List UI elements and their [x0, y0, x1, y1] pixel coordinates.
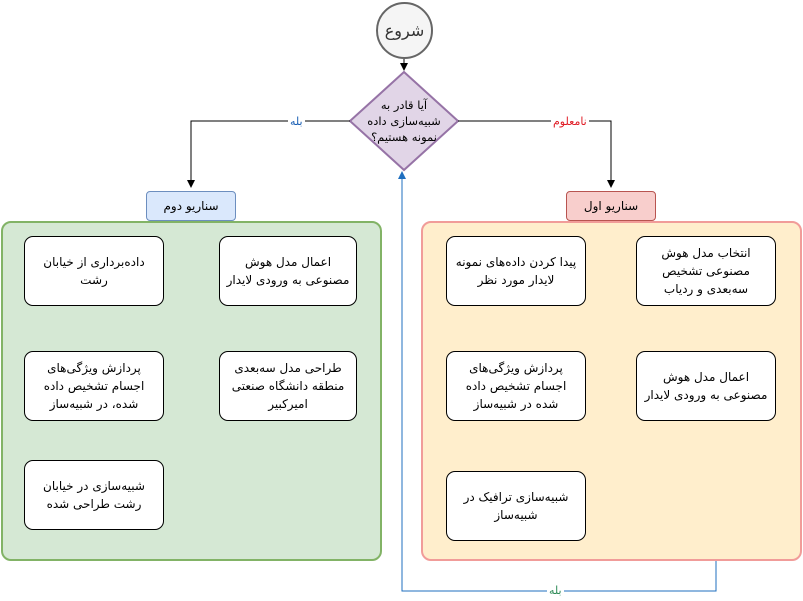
start-node[interactable]: شروع: [376, 2, 433, 59]
arrow-decision-to-scenario-one: [458, 120, 615, 188]
edge-label-yes-left: بله: [288, 115, 305, 128]
scenario-one-step-4[interactable]: پردازش ویژگی‌های اجسام تشخیص داده شده در…: [446, 351, 586, 421]
edge-label-unknown: نامعلوم: [551, 115, 589, 128]
scenario-two-step-2[interactable]: اعمال مدل هوش مصنوعی به ورودی لایدار: [219, 236, 357, 306]
scenario-one-step-2[interactable]: انتخاب مدل هوش مصنوعی تشخیص سه‌بعدی و رد…: [636, 236, 776, 306]
scenario-one-title: سناریو اول: [566, 191, 656, 221]
start-label: شروع: [384, 21, 425, 40]
arrow-decision-to-scenario-two: [187, 120, 350, 188]
scenario-one-step-1[interactable]: پیدا کردن داده‌های نمونه لایدار مورد نظر: [446, 236, 586, 306]
decision-diamond[interactable]: [348, 70, 460, 172]
edge-label-yes-bottom: بله: [547, 584, 564, 597]
scenario-one-step-5[interactable]: شبیه‌سازی ترافیک در شبیه‌ساز: [446, 471, 586, 541]
scenario-two-step-1[interactable]: داده‌برداری از خیابان رشت: [24, 236, 164, 306]
scenario-two-step-4[interactable]: پردازش ویژگی‌های اجسام تشخیص داده شده، د…: [24, 351, 164, 421]
decision-label: آیا قادر به شبیه‌سازی داده نمونه هستیم؟: [367, 98, 441, 144]
scenario-two-step-5[interactable]: شبیه‌سازی در خیابان رشت طراحی شده: [24, 460, 164, 530]
scenario-two-title: سناریو دوم: [146, 191, 236, 221]
scenario-two-step-3[interactable]: طراحی مدل سه‌بعدی منطقه دانشگاه صنعتی ام…: [219, 351, 357, 421]
scenario-one-step-3[interactable]: اعمال مدل هوش مصنوعی به ورودی لایدار: [636, 351, 776, 421]
